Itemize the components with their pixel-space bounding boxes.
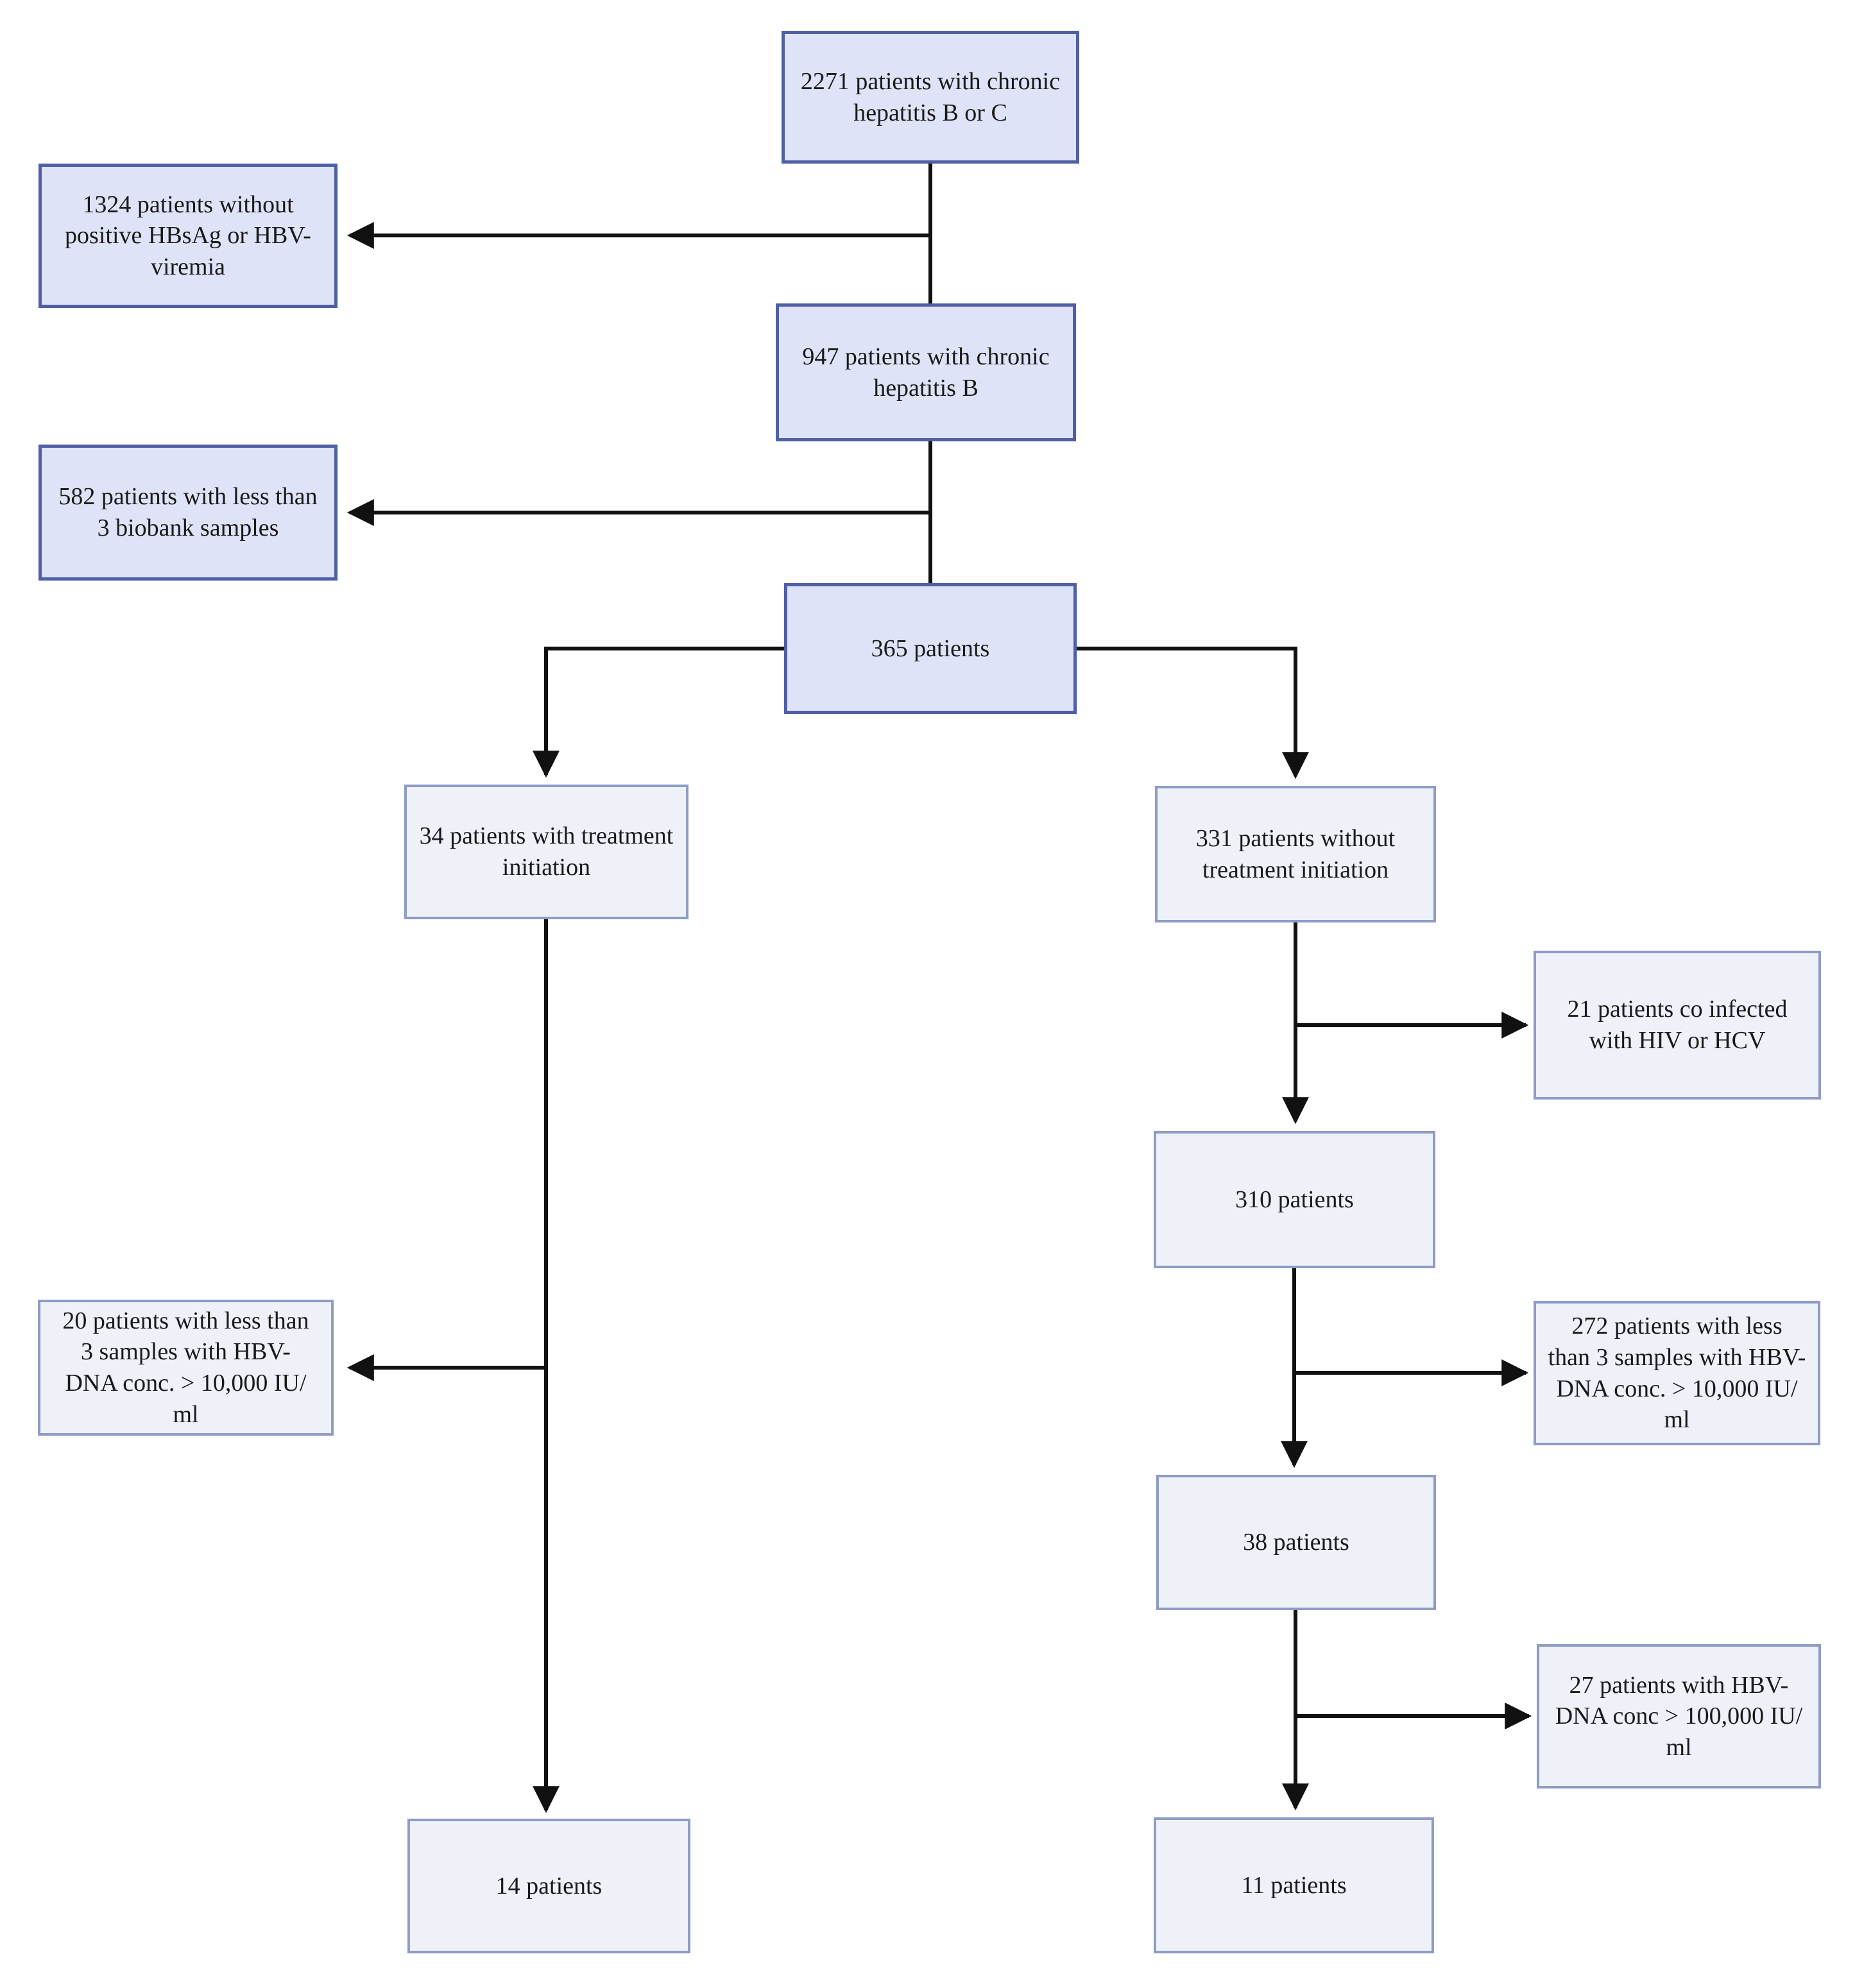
node-11-patients: 11 patients	[1154, 1817, 1434, 1953]
connector-365-to-331	[1077, 647, 1309, 779]
node-label: 331 patients without treatment initiatio…	[1195, 824, 1396, 883]
node-label: 582 patients with less than 3 biobank sa…	[58, 483, 318, 541]
node-label: 34 patients with treatment initiation	[419, 822, 674, 881]
node-947-chronic-hepatitis-b: 947 patients with chronic hepatitis B	[776, 303, 1076, 441]
node-label: 11 patients	[1241, 1871, 1347, 1899]
node-label: 14 patients	[495, 1872, 603, 1899]
node-310-patients: 310 patients	[1154, 1131, 1435, 1268]
connector-365-to-34	[533, 647, 784, 778]
node-14-patients: 14 patients	[407, 1819, 690, 1953]
node-label: 20 patients with less than 3 samples wit…	[62, 1307, 309, 1428]
node-label: 947 patients with chronic hepatitis B	[802, 343, 1050, 402]
node-27-hbv-dna-over-100000: 27 patients with HBV- DNA conc > 100,000…	[1537, 1644, 1821, 1788]
node-label: 27 patients with HBV- DNA conc > 100,000…	[1555, 1671, 1803, 1761]
node-582-less-than-3-biobank-samples: 582 patients with less than 3 biobank sa…	[38, 445, 338, 581]
node-label: 2271 patients with chronic hepatitis B o…	[800, 67, 1061, 126]
node-label: 38 patients	[1243, 1529, 1349, 1556]
node-21-coinfected-hiv-hcv: 21 patients co infected with HIV or HCV	[1534, 951, 1821, 1100]
node-20-less-than-3-samples-hbv-dna: 20 patients with less than 3 samples wit…	[38, 1300, 334, 1436]
node-331-without-treatment-initiation: 331 patients without treatment initiatio…	[1155, 786, 1436, 922]
node-label: 365 patients	[871, 634, 990, 662]
node-label: 272 patients with less than 3 samples wi…	[1548, 1313, 1806, 1434]
node-2271-chronic-hepatitis-b-or-c: 2271 patients with chronic hepatitis B o…	[782, 31, 1079, 164]
node-365-patients: 365 patients	[784, 583, 1077, 714]
node-label: 1324 patients without positive HBsAg or …	[65, 191, 311, 280]
node-1324-without-hbsag-or-hbv-viremia: 1324 patients without positive HBsAg or …	[38, 164, 338, 308]
node-38-patients: 38 patients	[1156, 1475, 1436, 1610]
node-272-less-than-3-samples-hbv-dna: 272 patients with less than 3 samples wi…	[1534, 1301, 1820, 1445]
node-34-treatment-initiation: 34 patients with treatment initiation	[404, 785, 688, 919]
node-label: 310 patients	[1235, 1185, 1354, 1213]
node-label: 21 patients co infected with HIV or HCV	[1567, 996, 1788, 1054]
